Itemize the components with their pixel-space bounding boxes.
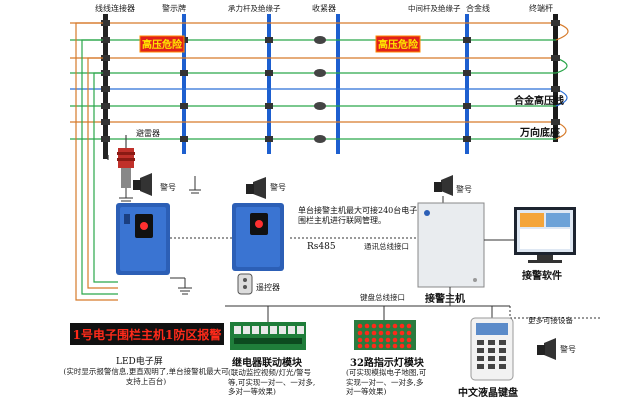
keyboard-bus-label: 键盘总线接口 xyxy=(360,292,405,302)
relay-module-label: 继电器联动模块 xyxy=(232,356,303,369)
tensioner-label: 收紧器 xyxy=(312,3,336,13)
indicator-module: 32路指示灯模块 xyxy=(350,320,425,369)
keyboard-bus: 键盘总线接口 更多可接设备 xyxy=(225,287,600,325)
tensioners xyxy=(314,36,326,143)
warning-sign-text: 高压危险 xyxy=(142,38,183,51)
comm-bus-label: 通讯总线接口 xyxy=(364,241,409,251)
cabling xyxy=(75,22,118,301)
lcd-keyboard-label: 中文液晶键盘 xyxy=(458,386,518,399)
rs485-label: Rs485 xyxy=(307,242,336,252)
lightning-arrester-label: 避雷器 xyxy=(136,128,160,138)
middle-post-2 xyxy=(465,14,469,154)
alarm-software-label: 接警软件 xyxy=(522,269,562,282)
alarm-label-3: 警号 xyxy=(456,184,472,194)
middle-post-label: 中间杆及绝缘子 xyxy=(408,3,461,13)
more-devices-label: 更多可接设备 xyxy=(528,315,573,325)
terminal-post-label: 终端杆 xyxy=(529,3,553,13)
led-screen-desc: (实时显示报警信息,更直观明了,单台接警机最大可支持上百台) xyxy=(63,367,229,386)
fence-host-2 xyxy=(232,203,284,271)
alarm-host-cabinet: 接警主机 xyxy=(417,202,485,305)
alarm-horn-2: 警号 xyxy=(246,177,286,199)
indicator-module-label: 32路指示灯模块 xyxy=(350,356,425,369)
remote-control: 遥控器 xyxy=(237,273,280,295)
middle-post-1 xyxy=(267,14,271,154)
insulators xyxy=(101,20,560,142)
networking-note: 单台接警主机最大可接240台电子围栏主机进行联网管理。 xyxy=(298,206,418,225)
led-screen-label: LED电子屏 xyxy=(116,355,163,367)
terminal-post xyxy=(553,14,558,142)
alloy-wire-label: 合金线 xyxy=(466,3,490,13)
connector-label: 线线连接器 xyxy=(95,3,135,13)
led-screen: 1号电子围栏主机1防区报警 LED电子屏 xyxy=(70,323,224,367)
relay-module-desc: (联动监控视频/灯光/警号等,可实现一对一、一对多,多对一等效果) xyxy=(228,368,316,396)
load-bearing-post-label: 承力杆及绝缘子 xyxy=(228,3,281,13)
led-screen-text: 1号电子围栏主机1防区报警 xyxy=(73,327,222,342)
indicator-module-desc: (可实现模拟电子地图,可实现一对一、一对多,多对一等效果) xyxy=(346,368,427,396)
alarm-label-2: 警号 xyxy=(270,182,286,192)
alarm-horn-1: 警号 xyxy=(133,173,201,196)
indicator-desc-wrap: (可实现模拟电子地图,可实现一对一、一对多,多对一等效果) xyxy=(346,368,427,396)
alarm-host-label: 接警主机 xyxy=(425,292,465,305)
relay-module: 继电器联动模块 xyxy=(230,322,306,369)
alarm-label-4: 警号 xyxy=(560,344,576,354)
alarm-horn-3: 警号 xyxy=(434,175,472,203)
networking-note-wrap: 单台接警主机最大可接240台电子围栏主机进行联网管理。 xyxy=(298,206,418,225)
warning-sign-label: 警示牌 xyxy=(162,3,186,13)
relay-desc-wrap: (联动监控视频/灯光/警号等,可实现一对一、一对多,多对一等效果) xyxy=(228,368,316,396)
remote-label: 遥控器 xyxy=(256,282,280,292)
lightning-arrester: 避雷器 xyxy=(117,128,160,205)
hv-line-label: 合金高压线 xyxy=(513,94,564,107)
warning-sign-1: 高压危险 xyxy=(139,35,185,53)
alarm-horn-4: 警号 xyxy=(537,338,576,360)
alarm-software-monitor: 接警软件 xyxy=(514,207,576,282)
led-desc-wrap: (实时显示报警信息,更直观明了,单台接警机最大可支持上百台) xyxy=(63,367,229,386)
top-labels: 线线连接器 警示牌 承力杆及绝缘子 收紧器 中间杆及绝缘子 合金线 终端杆 合金… xyxy=(95,3,564,139)
load-bearing-post xyxy=(182,14,186,154)
alarm-label-1: 警号 xyxy=(160,182,176,192)
universal-base-label: 万向底座 xyxy=(519,126,560,139)
tensioner-post xyxy=(336,14,340,154)
warning-sign-text: 高压危险 xyxy=(378,38,419,51)
lcd-keyboard: 中文液晶键盘 xyxy=(458,317,518,399)
ground-symbol xyxy=(170,277,192,295)
fence-host-1 xyxy=(116,203,170,275)
warning-sign-2: 高压危险 xyxy=(375,35,421,53)
